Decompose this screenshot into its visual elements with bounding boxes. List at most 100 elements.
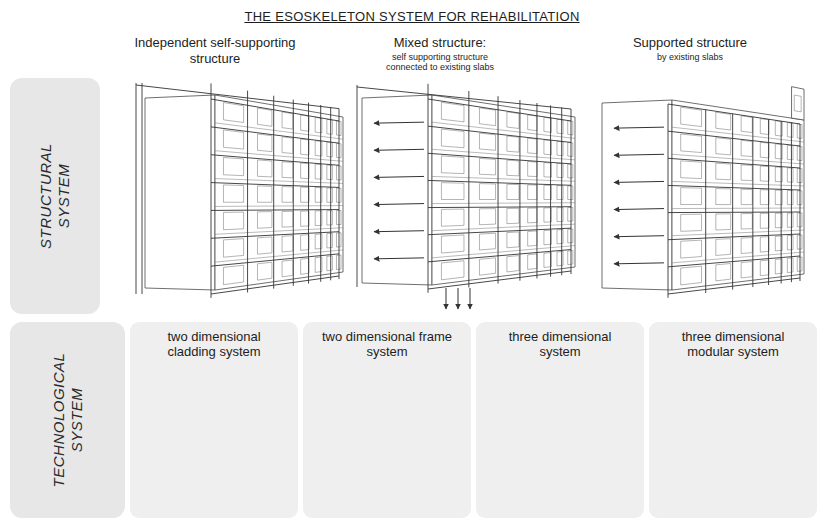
frame-post (136, 83, 137, 294)
floor-line (215, 228, 343, 235)
floor-line (432, 202, 575, 204)
system-panel: two dimensional cladding system (130, 322, 298, 518)
window (528, 208, 537, 223)
exoskeleton-slab (428, 228, 571, 235)
facade (215, 95, 343, 290)
window (479, 209, 495, 225)
window (568, 142, 573, 156)
window (257, 108, 271, 126)
window (557, 119, 563, 134)
load-arrow (374, 149, 424, 150)
floor-line (672, 154, 804, 164)
window (557, 186, 563, 200)
load-arrow (614, 154, 664, 155)
window (257, 186, 271, 202)
window (716, 214, 731, 230)
window (327, 142, 333, 157)
window (257, 212, 271, 229)
window (760, 213, 769, 228)
window (282, 211, 293, 227)
window (327, 256, 333, 271)
window (257, 237, 271, 254)
window (557, 141, 563, 155)
window (741, 165, 752, 181)
panel-title: three dimensional system (490, 329, 630, 359)
window (681, 188, 702, 205)
window (568, 250, 573, 264)
roof-block-window (794, 95, 801, 112)
window (760, 237, 769, 252)
window (223, 130, 243, 149)
exoskeleton-column (800, 124, 801, 281)
window (787, 168, 793, 182)
window (327, 119, 333, 134)
window (528, 138, 537, 153)
window (681, 107, 702, 126)
floor-line (672, 127, 804, 142)
panel-title: two dimensional cladding system (144, 329, 284, 359)
exoskeleton-slab (668, 104, 800, 124)
window (282, 137, 293, 154)
window (479, 258, 495, 275)
window (257, 262, 271, 280)
exoskeleton-slab (211, 232, 339, 239)
window (568, 164, 573, 178)
exoskeleton-slab (668, 278, 800, 294)
system-panel: three dimensional modular system (649, 322, 817, 518)
panel-title: three dimensional modular system (663, 329, 803, 359)
exoskeleton-column (791, 123, 792, 282)
building-drawing (136, 83, 343, 298)
section-band: STRUCTURAL SYSTEM (10, 78, 100, 314)
window (441, 156, 464, 174)
exoskeleton-column (732, 114, 733, 290)
exoskeleton-slab (668, 158, 800, 168)
window (681, 134, 702, 153)
exoskeleton-slab (428, 153, 571, 164)
window (327, 188, 333, 202)
panel-title: two dimensional frame system (317, 329, 457, 359)
window (441, 129, 464, 148)
window (301, 235, 309, 251)
floor-line (432, 176, 575, 181)
load-arrow (374, 176, 424, 177)
window (681, 161, 702, 179)
window (223, 239, 243, 258)
load-arrow (374, 258, 424, 259)
window (257, 134, 271, 152)
exoskeleton-slab (668, 131, 800, 146)
window (787, 213, 793, 227)
exoskeleton-slab (211, 155, 339, 166)
foundation-arrow (470, 288, 471, 309)
column-heading: Supported structure (595, 35, 785, 51)
column-heading: Mixed structure: (345, 35, 535, 51)
building-drawing (602, 87, 804, 298)
load-arrow (374, 231, 424, 232)
foundation-arrow (446, 288, 447, 309)
window (223, 157, 243, 175)
window (760, 166, 769, 181)
system-panel: two dimensional frame system (303, 322, 471, 518)
window (327, 233, 333, 248)
exoskeleton-column (781, 121, 782, 283)
window (282, 187, 293, 203)
floor-line (672, 208, 804, 210)
exoskeleton-slab (211, 209, 339, 211)
load-arrow (614, 236, 664, 237)
foundation-arrow (458, 288, 459, 309)
window (441, 261, 464, 280)
exoskeleton-slab (428, 126, 571, 142)
subheading: by existing slabs (623, 52, 758, 62)
window (568, 229, 573, 243)
exoskeleton-slab (211, 183, 339, 188)
window (741, 116, 752, 133)
window (716, 163, 731, 180)
exoskeleton-slab (668, 212, 800, 214)
window (327, 165, 333, 180)
exoskeleton-column (668, 104, 669, 298)
window (787, 190, 793, 204)
window (716, 138, 731, 155)
exoskeleton-slab (428, 99, 571, 121)
section-band: TECHNOLOGICAL SYSTEM (10, 322, 125, 518)
load-arrow (374, 204, 424, 205)
window (441, 183, 464, 200)
